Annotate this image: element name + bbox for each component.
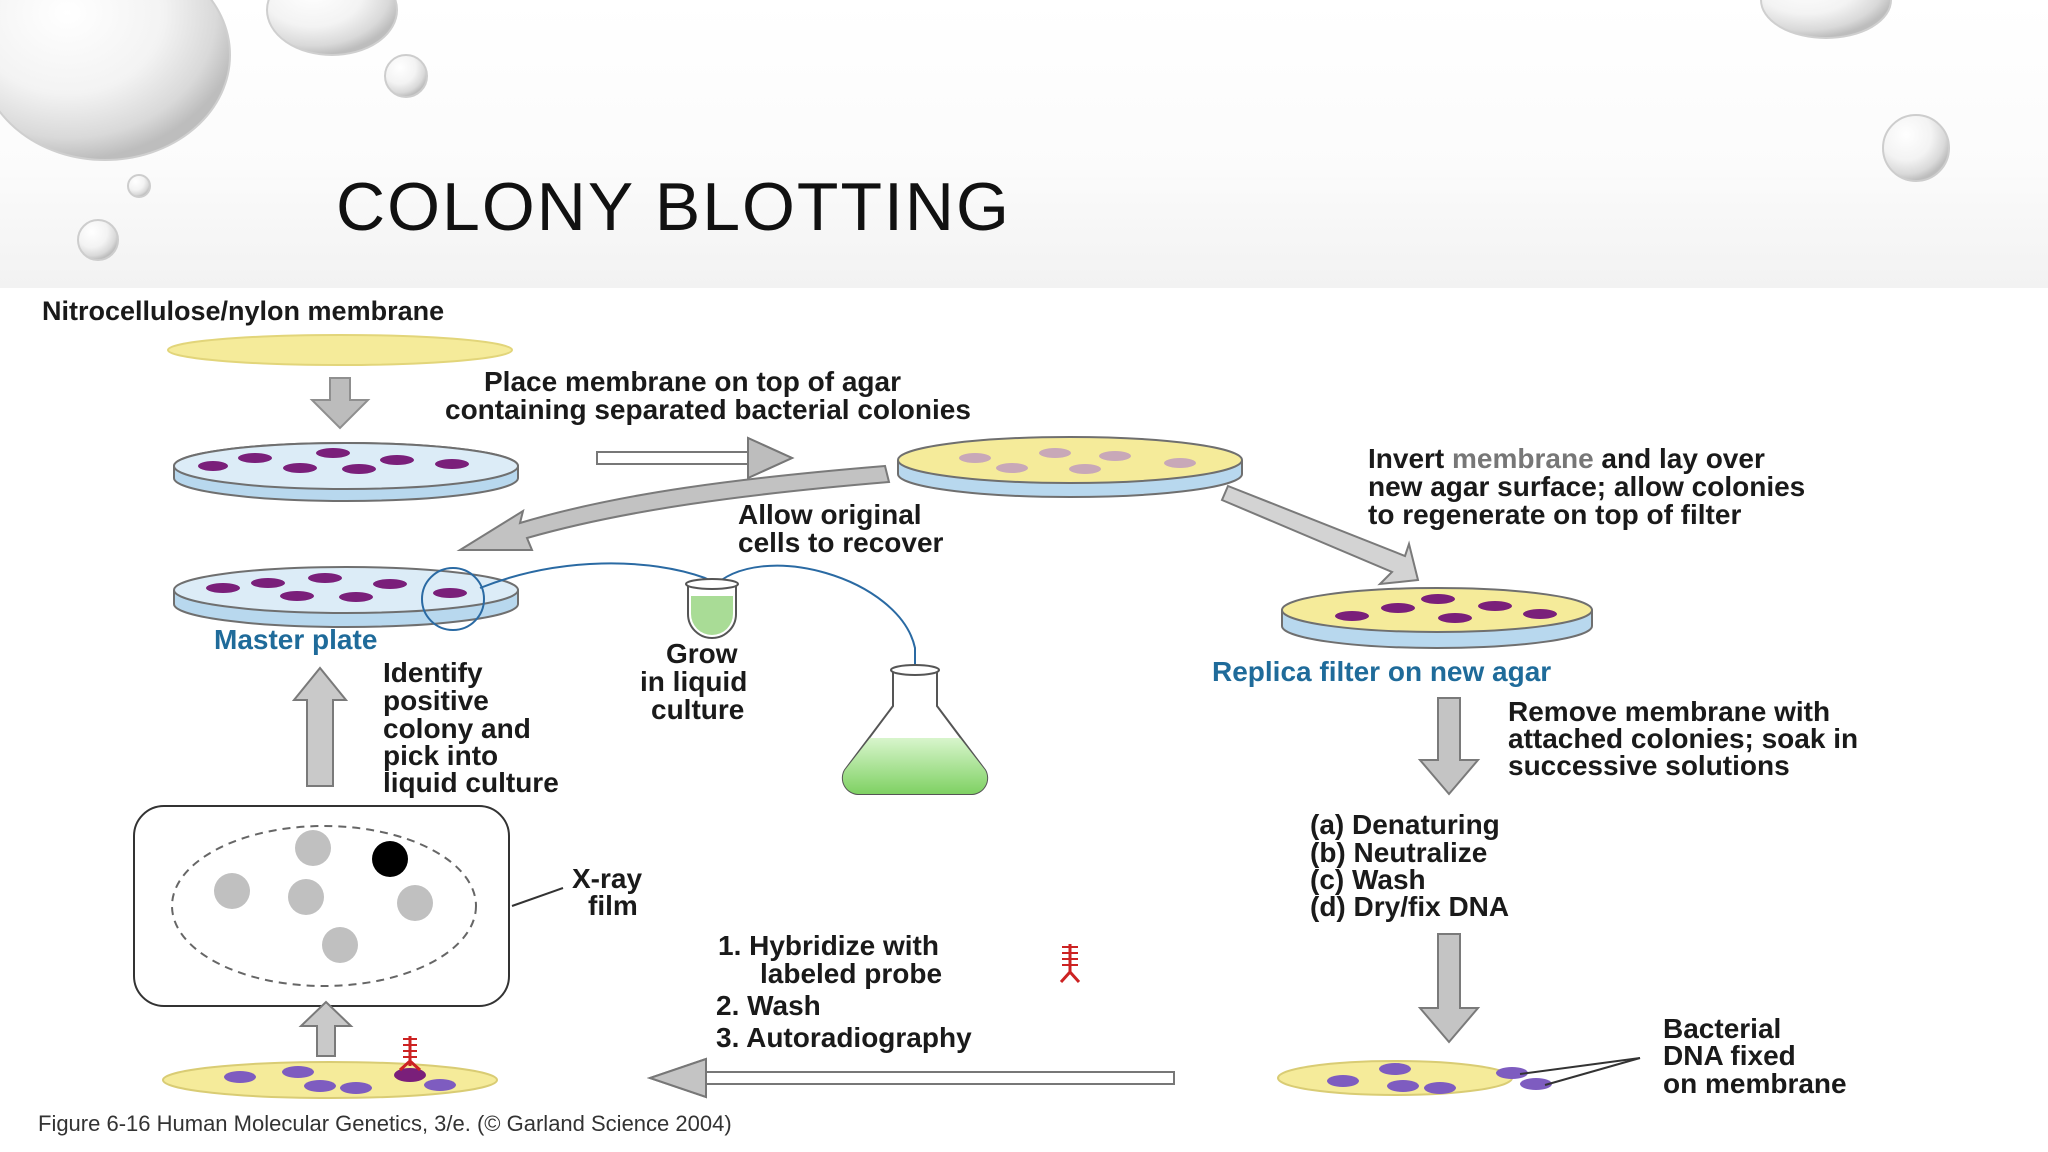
- solution-step-b: (b) Neutralize: [1310, 837, 1487, 868]
- slide-title: COLONY BLOTTING: [336, 169, 1011, 245]
- bacterial-dna-line2: DNA fixed: [1663, 1040, 1796, 1071]
- solution-step-c: (c) Wash: [1310, 864, 1426, 895]
- place-membrane-line2: containing separated bacterial colonies: [445, 394, 971, 425]
- identify-line2: positive: [383, 685, 489, 716]
- arrow-up-bottom: [298, 1000, 354, 1057]
- droplet-small-left: [77, 219, 119, 261]
- solution-step-d: (d) Dry/fix DNA: [1310, 891, 1509, 922]
- slide-header: COLONY BLOTTING: [0, 0, 2048, 288]
- droplet-top-right: [1760, 0, 1892, 39]
- invert-membrane-line1: Invert membrane and lay over: [1368, 443, 1765, 474]
- identify-line4: pick into: [383, 740, 498, 771]
- fixed-dna-membrane: [1277, 1060, 1552, 1096]
- nylon-membrane: [167, 334, 513, 366]
- colony-blotting-figure: Nitrocellulose/nylon membrane Place memb…: [0, 288, 2048, 1152]
- xray-film-label-line2: film: [588, 890, 638, 921]
- droplet-large: [0, 0, 231, 161]
- master-plate: [173, 566, 519, 631]
- identify-line5: liquid culture: [383, 767, 559, 798]
- grow-liquid-line2: in liquid: [640, 666, 747, 697]
- replica-filter-label: Replica filter on new agar: [1212, 656, 1551, 687]
- grow-liquid-line3: culture: [651, 694, 744, 725]
- labeled-probe-icon: [1059, 944, 1081, 984]
- invert-membrane-line2: new agar surface; allow colonies: [1368, 471, 1805, 502]
- arrow-allow-recover: [456, 464, 891, 551]
- replica-filter-plate: [1281, 587, 1593, 649]
- invert-membrane-line3: to regenerate on top of filter: [1368, 499, 1741, 530]
- identify-line1: Identify: [383, 657, 483, 688]
- identify-line3: colony and: [383, 713, 531, 744]
- bacterial-dna-line3: on membrane: [1663, 1068, 1847, 1099]
- remove-membrane-line1: Remove membrane with: [1508, 696, 1830, 727]
- bacterial-dna-line1: Bacterial: [1663, 1013, 1781, 1044]
- hybridize-step3: 3. Autoradiography: [716, 1022, 972, 1053]
- water-droplets-decoration: [0, 0, 1950, 261]
- plate-with-membrane: [897, 436, 1243, 498]
- place-membrane-line1: Place membrane on top of agar: [484, 366, 901, 397]
- arrow-invert: [1220, 484, 1420, 586]
- agar-plate-with-colonies: [173, 442, 519, 502]
- allow-recover-line2: cells to recover: [738, 527, 944, 558]
- arrow-down-fix: [1417, 933, 1481, 1044]
- membrane-label: Nitrocellulose/nylon membrane: [42, 296, 444, 326]
- droplet-top: [266, 0, 398, 56]
- test-tube: [685, 578, 739, 639]
- allow-recover-line1: Allow original: [738, 499, 922, 530]
- grow-liquid-line1: Grow: [666, 638, 738, 669]
- arrow-down-replica: [1417, 697, 1481, 796]
- arrow-left-bottom: [646, 1057, 1175, 1099]
- remove-membrane-line2: attached colonies; soak in: [1508, 723, 1858, 754]
- master-plate-label: Master plate: [214, 624, 377, 655]
- xray-film: [133, 805, 510, 1007]
- arrow-down-membrane: [309, 377, 371, 430]
- droplet-tiny: [127, 174, 151, 198]
- remove-membrane-line3: successive solutions: [1508, 750, 1790, 781]
- droplet-right: [1882, 114, 1950, 182]
- droplet-small: [384, 54, 428, 98]
- tube-to-flask-line: [711, 564, 916, 718]
- hybridize-step1-line1: 1. Hybridize with: [718, 930, 939, 961]
- solution-step-a: (a) Denaturing: [1310, 809, 1500, 840]
- hybridize-step1-line2: labeled probe: [760, 958, 942, 989]
- arrow-up-identify: [291, 666, 349, 787]
- hybridized-membrane: [162, 1036, 498, 1099]
- xray-film-label-line1: X-ray: [572, 863, 642, 894]
- figure-caption: Figure 6-16 Human Molecular Genetics, 3/…: [38, 1111, 732, 1136]
- hybridize-step2: 2. Wash: [716, 990, 821, 1021]
- culture-flask: [841, 664, 989, 795]
